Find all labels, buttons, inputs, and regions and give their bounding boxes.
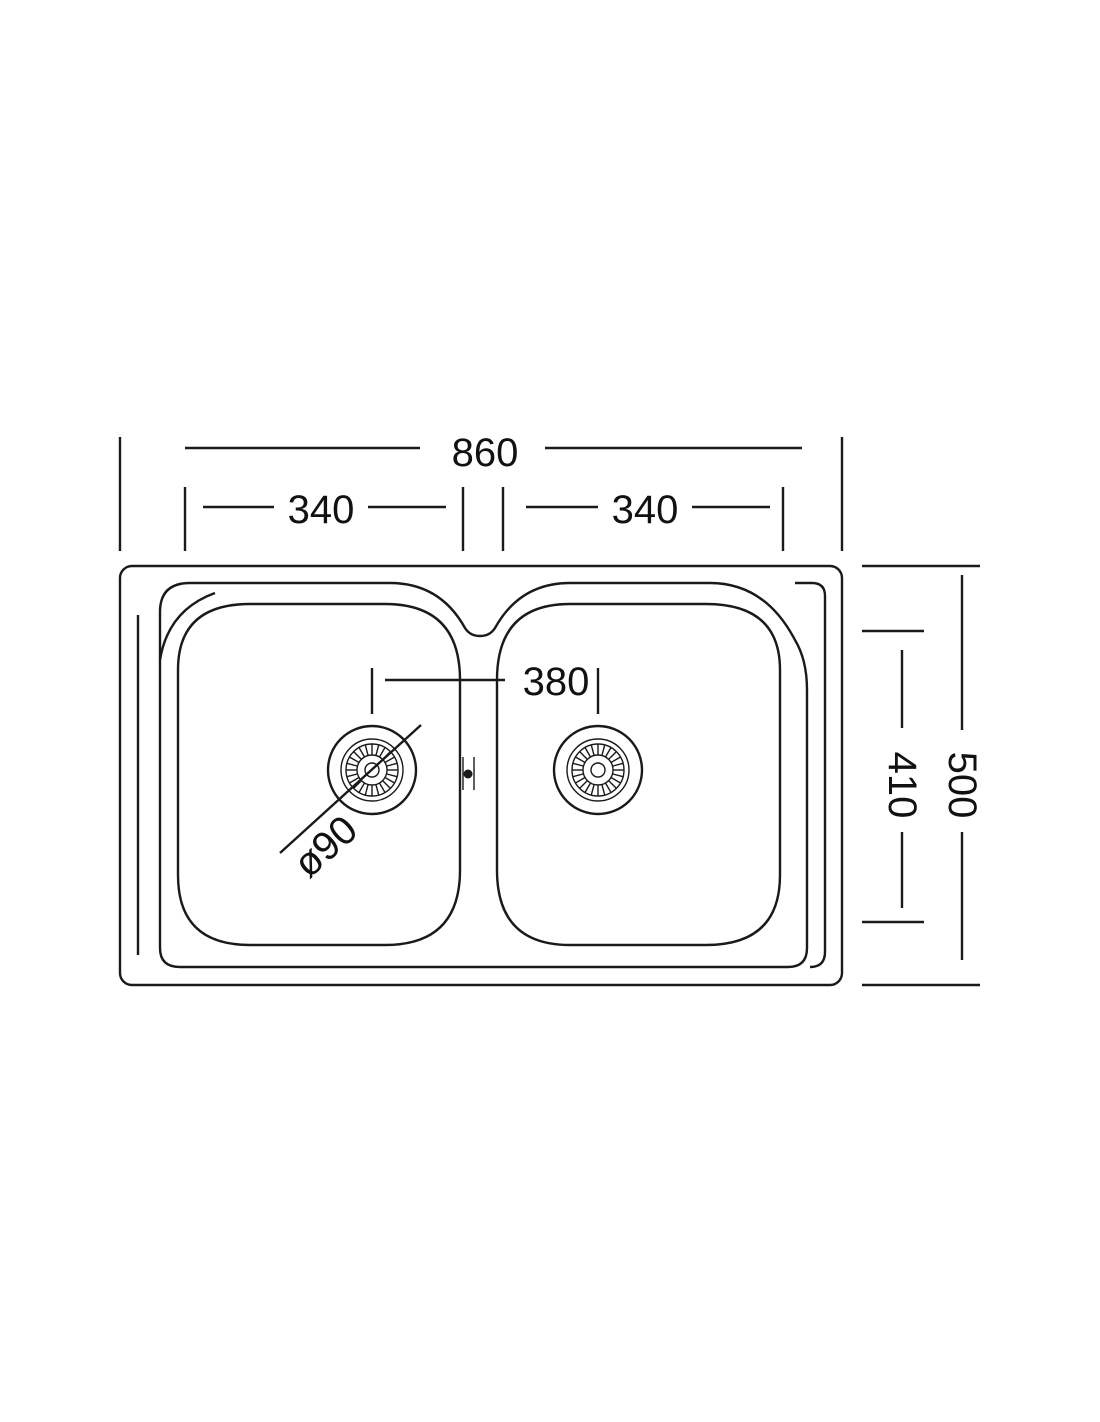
drain-spoke bbox=[346, 762, 358, 767]
drain-spoke bbox=[382, 780, 391, 789]
drain-spoke bbox=[386, 762, 398, 767]
drain-spoke bbox=[608, 780, 617, 789]
drain-right-icon bbox=[552, 724, 644, 816]
rim-flange-right bbox=[795, 581, 827, 969]
drain-spoke bbox=[349, 776, 360, 784]
drain-spoke bbox=[353, 751, 362, 760]
drain-spoke bbox=[364, 744, 369, 756]
drain-spoke bbox=[349, 756, 360, 764]
dimension-overall-depth: 500 bbox=[862, 564, 984, 987]
dimension-bowl-right-width: 340 bbox=[501, 487, 785, 551]
bowl-left bbox=[176, 602, 462, 947]
dimension-label-340-left: 340 bbox=[288, 488, 355, 532]
drain-spoke bbox=[575, 776, 586, 784]
drain-spoke bbox=[378, 747, 386, 758]
drain-spoke bbox=[584, 747, 592, 758]
drain-spoke bbox=[590, 744, 595, 756]
drain-spoke bbox=[572, 762, 584, 767]
drain-spoke bbox=[358, 782, 366, 793]
dimension-label-380: 380 bbox=[523, 660, 590, 704]
drain-spoke bbox=[601, 744, 606, 756]
sink-body bbox=[118, 564, 844, 987]
overflow-icon bbox=[462, 757, 475, 790]
drain-spoke bbox=[579, 751, 588, 760]
dimension-label-500: 500 bbox=[940, 752, 984, 819]
drain-spoke bbox=[604, 782, 612, 793]
drain-spoke bbox=[375, 784, 380, 796]
diameter-leader-line bbox=[279, 724, 422, 854]
drain-spoke bbox=[358, 747, 366, 758]
drain-spoke bbox=[601, 784, 606, 796]
dimension-label-340-right: 340 bbox=[612, 488, 679, 532]
drain-spoke bbox=[579, 780, 588, 789]
drain-spoke bbox=[610, 776, 621, 784]
drain-spoke bbox=[378, 782, 386, 793]
drain-spoke bbox=[608, 751, 617, 760]
drain-spoke bbox=[384, 756, 395, 764]
dimension-label-diameter: ø90 bbox=[285, 807, 366, 886]
dimension-overall-width: 860 bbox=[118, 431, 844, 551]
drain-spoke bbox=[590, 784, 595, 796]
drain-spoke bbox=[575, 756, 586, 764]
drain-spoke bbox=[346, 773, 358, 778]
drain-spoke bbox=[364, 784, 369, 796]
drain-spoke bbox=[612, 762, 624, 767]
drain-spoke bbox=[584, 782, 592, 793]
sink-outer-rim bbox=[118, 564, 844, 987]
sink-inner-deck bbox=[158, 581, 809, 969]
dimension-bowl-left-width: 340 bbox=[183, 487, 465, 551]
drain-spoke bbox=[572, 773, 584, 778]
bowl-left-corner-accent bbox=[158, 591, 216, 661]
drain-spoke bbox=[386, 773, 398, 778]
drain-left-icon bbox=[326, 724, 418, 816]
drain-spoke bbox=[375, 744, 380, 756]
dimension-drain-spacing: 380 bbox=[370, 660, 600, 714]
bowl-right bbox=[495, 602, 782, 947]
drain-right-outer bbox=[552, 724, 644, 816]
dimension-label-410: 410 bbox=[880, 752, 924, 819]
drain-spoke bbox=[610, 756, 621, 764]
drain-spoke bbox=[612, 773, 624, 778]
drain-spoke bbox=[604, 747, 612, 758]
drain-left-outer bbox=[326, 724, 418, 816]
dimension-label-860: 860 bbox=[452, 431, 519, 475]
drain-spoke bbox=[384, 776, 395, 784]
dimension-bowl-depth: 410 bbox=[862, 629, 924, 924]
